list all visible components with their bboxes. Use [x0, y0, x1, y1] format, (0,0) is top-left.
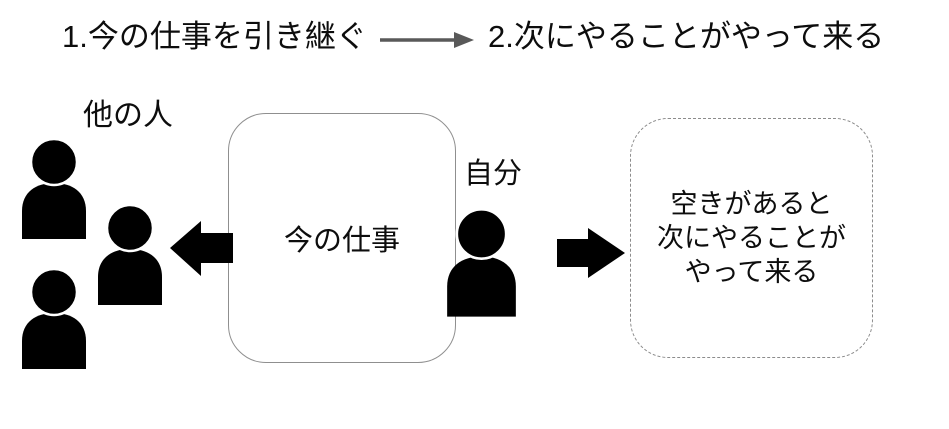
vacancy-result-line-1: 空きがあると [670, 189, 833, 219]
others-label: 他の人 [83, 99, 173, 132]
self-label: 自分 [464, 158, 523, 190]
current-work-box: 今の仕事 [228, 113, 456, 363]
person-icon-other-1 [20, 139, 88, 239]
incoming-right-arrow-icon [557, 228, 625, 283]
vacancy-result-line-3: やって来る [684, 257, 819, 287]
vacancy-result-line-2: 次にやることが [657, 223, 846, 253]
handoff-left-arrow-icon [170, 221, 233, 281]
person-icon-other-2 [96, 205, 164, 305]
current-work-label: 今の仕事 [283, 225, 400, 257]
title-step-1: 1.今の仕事を引き継ぐ [62, 19, 367, 54]
vacancy-result-box: 空きがあると 次にやることが やって来る [630, 118, 873, 358]
right-arrow-icon [378, 30, 476, 55]
title-step-2: 2.次にやることがやって来る [488, 19, 885, 54]
person-icon-self [445, 209, 518, 317]
person-icon-other-3 [20, 269, 88, 369]
